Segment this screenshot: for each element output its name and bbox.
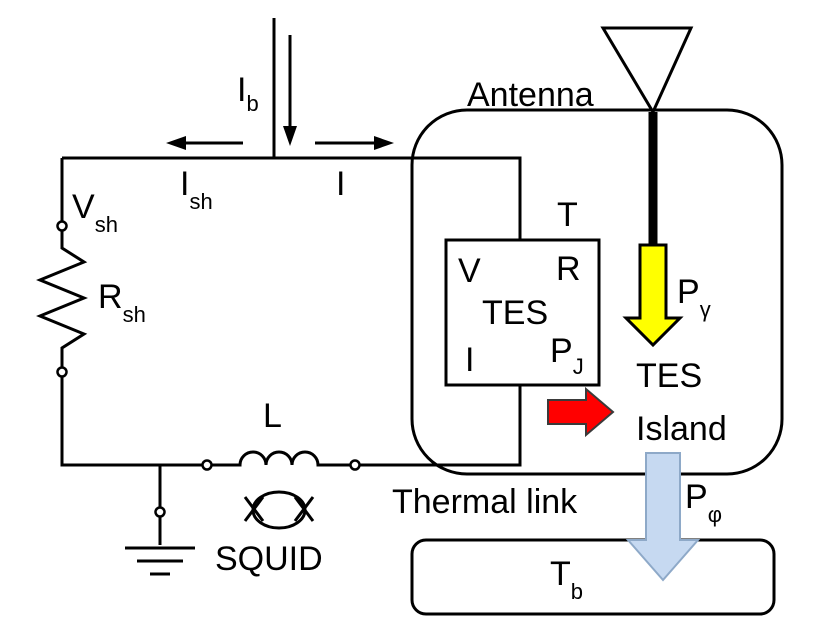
shunt-current-arrow	[166, 136, 243, 150]
bias-current-arrow	[283, 35, 297, 146]
bath-box	[410, 538, 776, 616]
inductor-coil	[211, 450, 351, 467]
squid-label: SQUID	[215, 540, 323, 578]
temperature-label: T	[557, 196, 578, 234]
bias-current-label: Ib	[237, 71, 259, 116]
terminals	[56, 220, 361, 518]
tes-name-label: TES	[482, 294, 548, 332]
squid-symbol	[243, 490, 315, 530]
antenna-label: Antenna	[467, 76, 594, 114]
island-label-line1: TES	[636, 357, 702, 395]
antenna-icon	[600, 26, 694, 245]
inductor-left-terminal	[201, 459, 213, 471]
shunt-top-terminal	[56, 220, 68, 232]
thermal-link-label: Thermal link	[392, 483, 578, 521]
tes-current-inbox-label: I	[465, 341, 474, 379]
tes-element-box	[444, 238, 601, 387]
inductor-right-terminal	[349, 459, 361, 471]
photon-power-arrow	[622, 243, 684, 348]
inductor-label: L	[263, 397, 282, 435]
photon-power-label: Pγ	[677, 273, 711, 322]
tes-current-label: I	[336, 165, 345, 203]
tes-resistance-label: R	[556, 250, 581, 288]
bath-temperature-label: Tb	[550, 555, 583, 604]
ground-icon	[125, 546, 195, 576]
thermal-link-arrow	[625, 452, 701, 582]
shunt-current-label: Ish	[180, 165, 213, 214]
shunt-bottom-terminal	[56, 366, 68, 378]
circuit-wires	[60, 156, 522, 545]
phonon-power-label: Pφ	[685, 478, 722, 527]
shunt-resistor	[36, 230, 88, 368]
shunt-resistor-label: Rsh	[98, 278, 146, 327]
shunt-voltage-label: Vsh	[72, 188, 118, 237]
ground-terminal	[154, 506, 166, 518]
tes-voltage-label: V	[458, 252, 481, 290]
joule-power-label: PJ	[550, 332, 584, 379]
tes-island-box	[410, 108, 784, 476]
island-label-line2: Island	[636, 410, 727, 448]
tes-current-arrow	[315, 136, 394, 150]
joule-power-arrow	[547, 386, 615, 438]
